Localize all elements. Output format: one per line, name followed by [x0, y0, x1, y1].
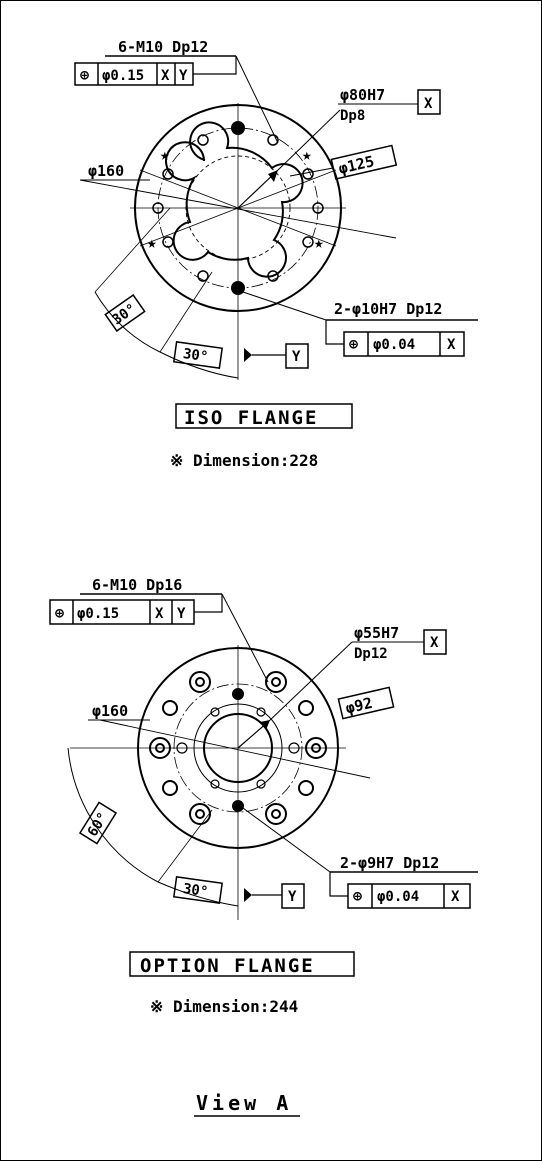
option-flange: 6-M10 Dp16 ⊕ φ0.15 X Y	[49, 576, 478, 1016]
option-bolt-callout: 6-M10 Dp16	[92, 576, 182, 594]
iso-angle-b: 30°	[182, 346, 209, 365]
iso-bore-depth: Dp8	[340, 108, 365, 124]
star-icon: ★	[147, 233, 157, 252]
iso-title: ISO FLANGE	[184, 407, 318, 429]
option-title: OPTION FLANGE	[140, 955, 315, 977]
svg-text:φ0.15: φ0.15	[102, 68, 144, 84]
svg-text:X: X	[161, 68, 170, 84]
option-bolt-fcf: ⊕ φ0.15 X Y	[49, 594, 223, 625]
option-pin-callout: 2-φ9H7 Dp12	[340, 854, 439, 872]
position-symbol-icon: ⊕	[353, 887, 362, 905]
option-bore-depth: Dp12	[354, 646, 388, 662]
svg-text:X: X	[155, 606, 164, 622]
iso-pin-callout: 2-φ10H7 Dp12	[334, 300, 442, 318]
star-icon: ★	[314, 233, 324, 252]
svg-text:φ0.15: φ0.15	[77, 606, 119, 622]
iso-flange: 6-M10 Dp12 ⊕ φ0.15 X Y	[74, 38, 478, 470]
iso-angle-a: 30°	[110, 301, 140, 329]
option-bore-datum: X	[430, 635, 439, 651]
option-angle-b: 30°	[182, 881, 209, 900]
option-dimension-note: ※ Dimension:244	[150, 997, 298, 1016]
iso-bore-datum: X	[424, 96, 433, 112]
option-bore-callout: φ55H7	[354, 624, 399, 642]
star-icon: ★	[302, 145, 312, 164]
position-symbol-icon: ⊕	[55, 604, 64, 622]
option-dia-pcd: φ92	[344, 694, 374, 718]
svg-text:Y: Y	[177, 606, 186, 622]
svg-text:X: X	[447, 337, 456, 353]
option-datum-y: Y	[288, 889, 297, 905]
position-symbol-icon: ⊕	[349, 335, 358, 353]
svg-text:X: X	[451, 889, 460, 905]
iso-pin-fcf: ⊕ φ0.04 X	[343, 331, 465, 357]
option-pin-fcf: ⊕ φ0.04 X	[347, 883, 471, 909]
iso-bolt-fcf: ⊕ φ0.15 X Y	[74, 56, 237, 86]
iso-dimension-note: ※ Dimension:228	[170, 451, 318, 470]
iso-bore-callout: φ80H7	[340, 86, 385, 104]
iso-dia-outer: φ160	[88, 162, 124, 180]
iso-dia-pcd: φ125	[337, 152, 376, 178]
star-icon: ★	[160, 145, 170, 164]
svg-text:φ0.04: φ0.04	[377, 889, 419, 905]
svg-text:φ0.04: φ0.04	[373, 337, 415, 353]
svg-text:Y: Y	[179, 68, 188, 84]
view-label: View A	[196, 1091, 292, 1115]
iso-bolt-callout: 6-M10 Dp12	[118, 38, 208, 56]
position-symbol-icon: ⊕	[80, 66, 89, 84]
iso-datum-y: Y	[292, 349, 301, 365]
option-dia-outer: φ160	[92, 702, 128, 720]
